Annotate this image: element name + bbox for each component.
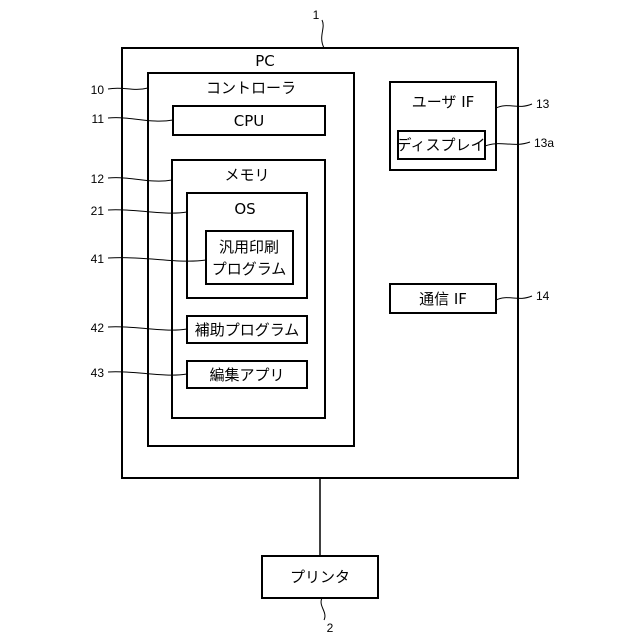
- editing-app-label: 編集アプリ: [209, 366, 284, 384]
- pc-ref-leader: [322, 20, 324, 48]
- controller-label: コントローラ: [206, 79, 296, 97]
- display-ref: 13a: [534, 136, 554, 150]
- printer-label: プリンタ: [290, 568, 350, 586]
- printer-ref-leader: [321, 598, 325, 620]
- memory-ref: 12: [91, 172, 105, 186]
- pc-ref: 1: [313, 8, 320, 22]
- user-if-ref: 13: [536, 97, 550, 111]
- cpu-label: CPU: [234, 112, 265, 130]
- comm-if-label: 通信 IF: [419, 290, 467, 308]
- display-label: ディスプレイ: [397, 136, 486, 154]
- auxiliary-program-label: 補助プログラム: [195, 321, 300, 339]
- generic-print-program-label-line1: 汎用印刷: [219, 238, 279, 256]
- os-label: OS: [234, 200, 255, 218]
- controller-ref: 10: [91, 83, 105, 97]
- cpu-ref: 11: [92, 112, 105, 126]
- comm-if-ref: 14: [536, 289, 550, 303]
- os-ref: 21: [91, 204, 105, 218]
- printer-ref: 2: [327, 621, 334, 635]
- pc-label: PC: [255, 52, 275, 70]
- generic-print-program-ref: 41: [91, 252, 105, 266]
- auxiliary-program-ref: 42: [91, 321, 105, 335]
- generic-print-program-label-line2: プログラム: [212, 260, 287, 278]
- editing-app-ref: 43: [91, 366, 105, 380]
- user-if-label: ユーザ IF: [412, 93, 475, 111]
- memory-label: メモリ: [224, 166, 269, 184]
